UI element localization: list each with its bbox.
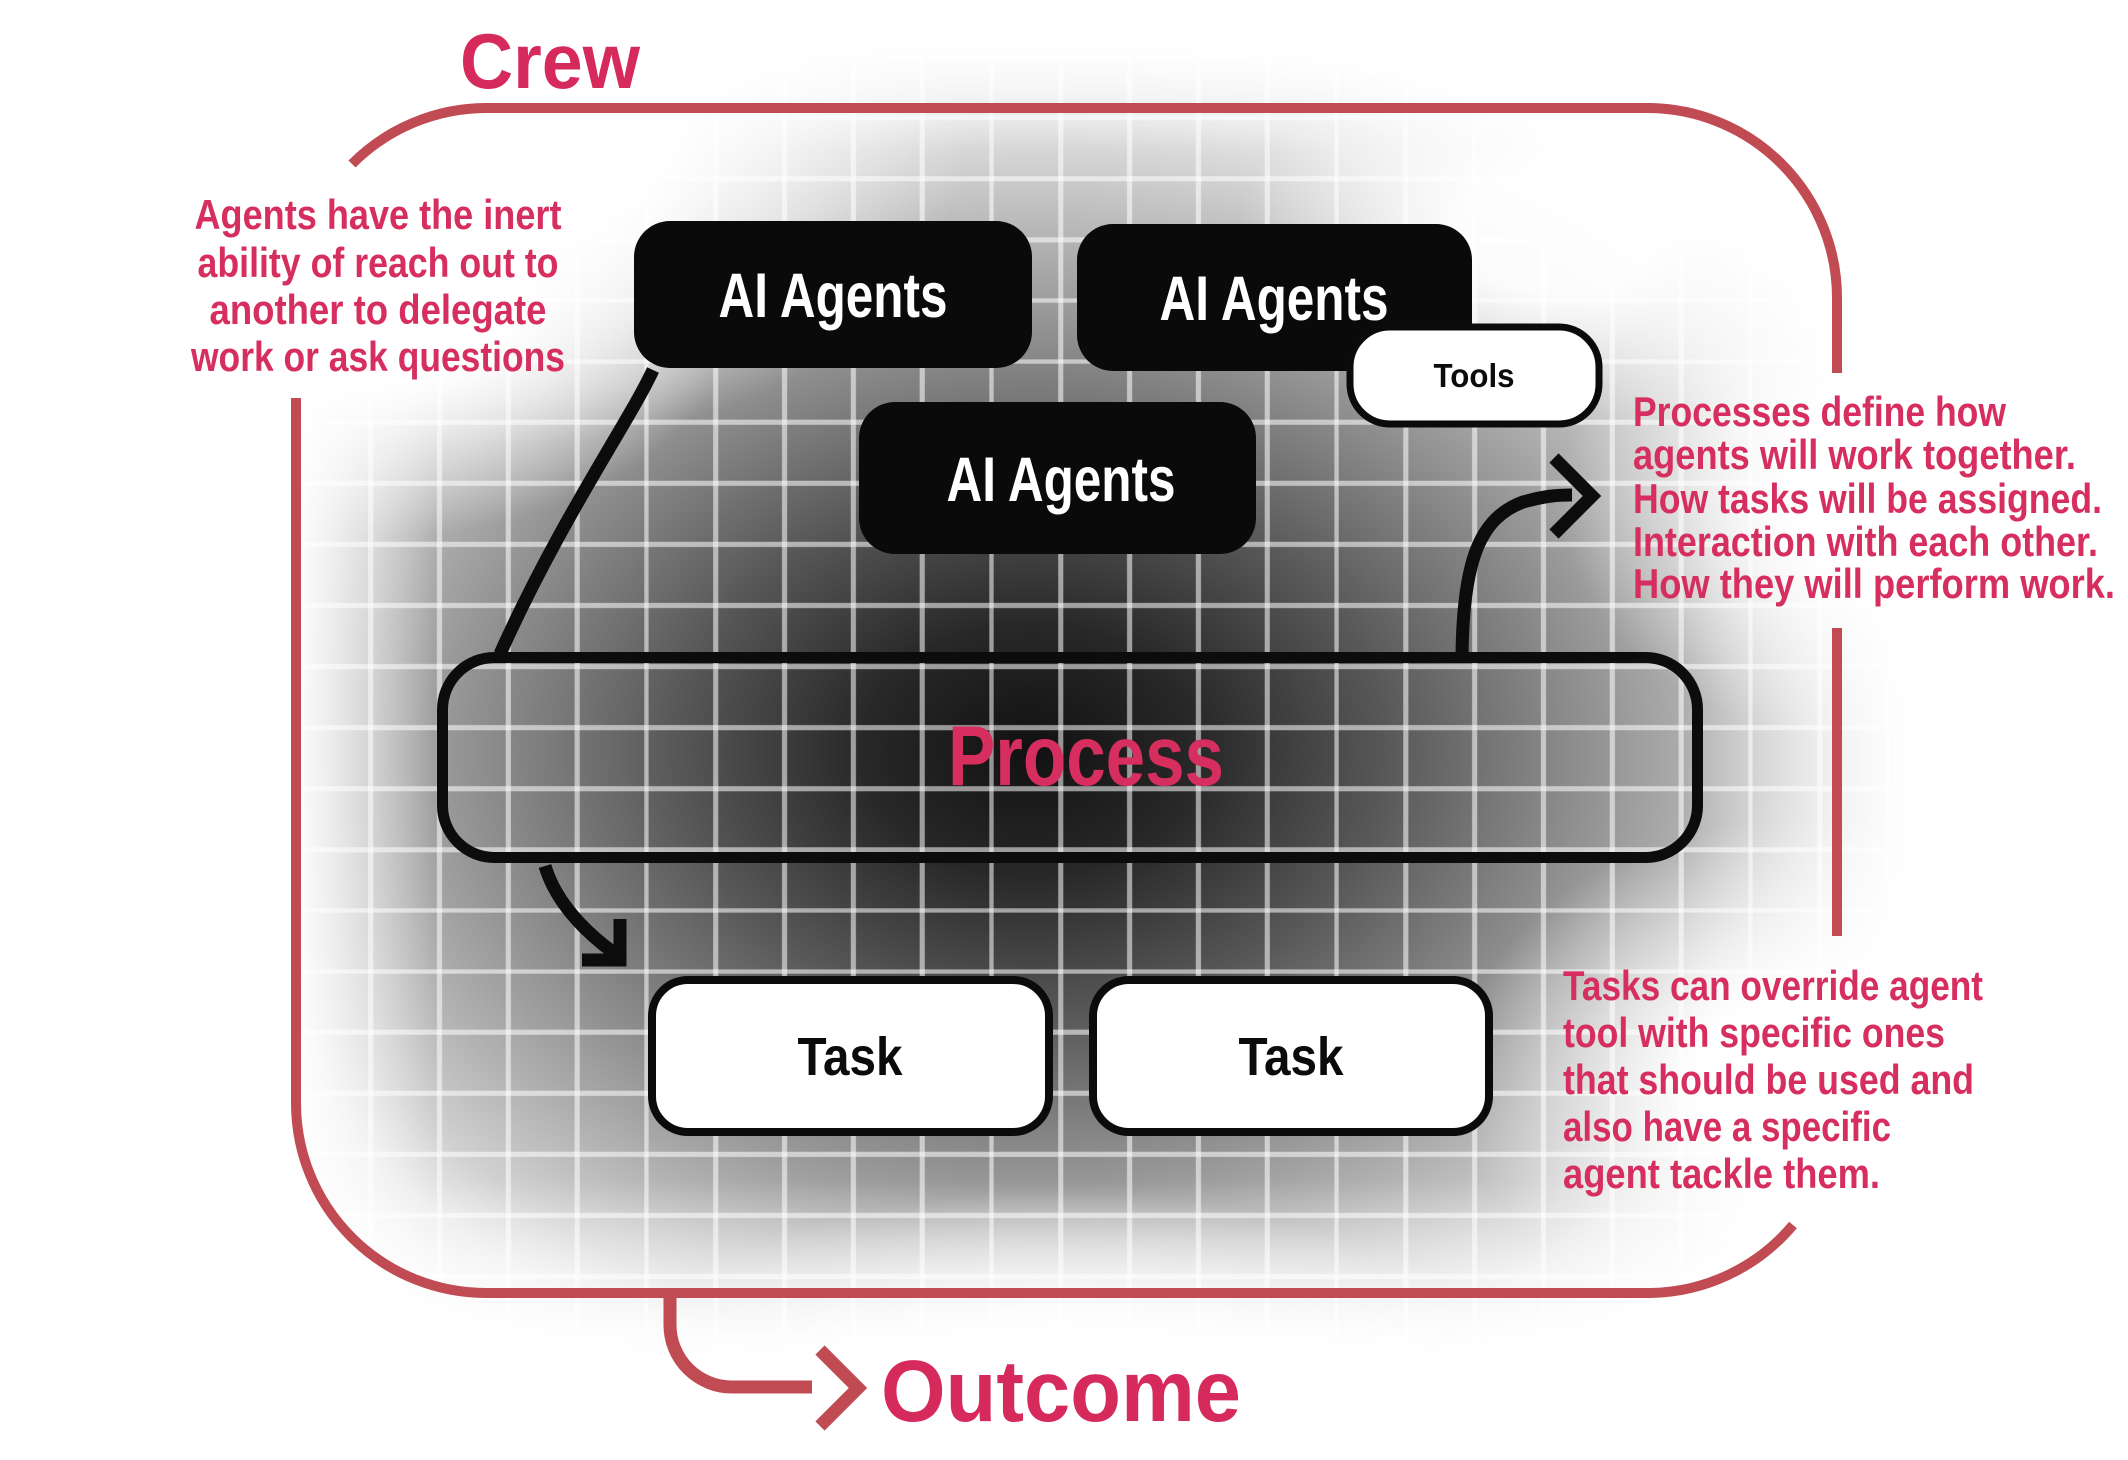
svg-text:Tools: Tools	[1434, 357, 1515, 394]
svg-text:Task: Task	[798, 1027, 904, 1087]
svg-text:work or ask questions: work or ask questions	[190, 333, 565, 380]
svg-text:How tasks will be assigned.: How tasks will be assigned.	[1633, 475, 2102, 522]
svg-text:Agents have the inert: Agents have the inert	[195, 191, 562, 238]
svg-text:ability of reach out to: ability of reach out to	[198, 239, 559, 286]
svg-text:Tasks can override agent: Tasks can override agent	[1563, 962, 1983, 1009]
svg-text:another to delegate: another to delegate	[210, 286, 547, 333]
svg-text:also have a specific: also have a specific	[1563, 1103, 1891, 1150]
svg-text:that should be used and: that should be used and	[1563, 1056, 1974, 1103]
svg-text:Outcome: Outcome	[881, 1343, 1241, 1440]
svg-text:Task: Task	[1239, 1027, 1345, 1087]
svg-text:agents will work together.: agents will work together.	[1633, 431, 2076, 478]
svg-text:Process: Process	[948, 709, 1224, 804]
svg-text:AI Agents: AI Agents	[719, 261, 948, 331]
svg-text:Crew: Crew	[460, 17, 640, 105]
svg-text:AI Agents: AI Agents	[1160, 264, 1389, 334]
svg-text:Processes define how: Processes define how	[1633, 388, 2006, 435]
svg-text:How they will perform work.: How they will perform work.	[1633, 560, 2115, 607]
svg-text:tool with specific ones: tool with specific ones	[1563, 1009, 1945, 1056]
svg-text:Interaction with each other.: Interaction with each other.	[1633, 518, 2098, 565]
svg-text:AI Agents: AI Agents	[947, 445, 1176, 515]
svg-text:agent tackle them.: agent tackle them.	[1563, 1150, 1880, 1197]
